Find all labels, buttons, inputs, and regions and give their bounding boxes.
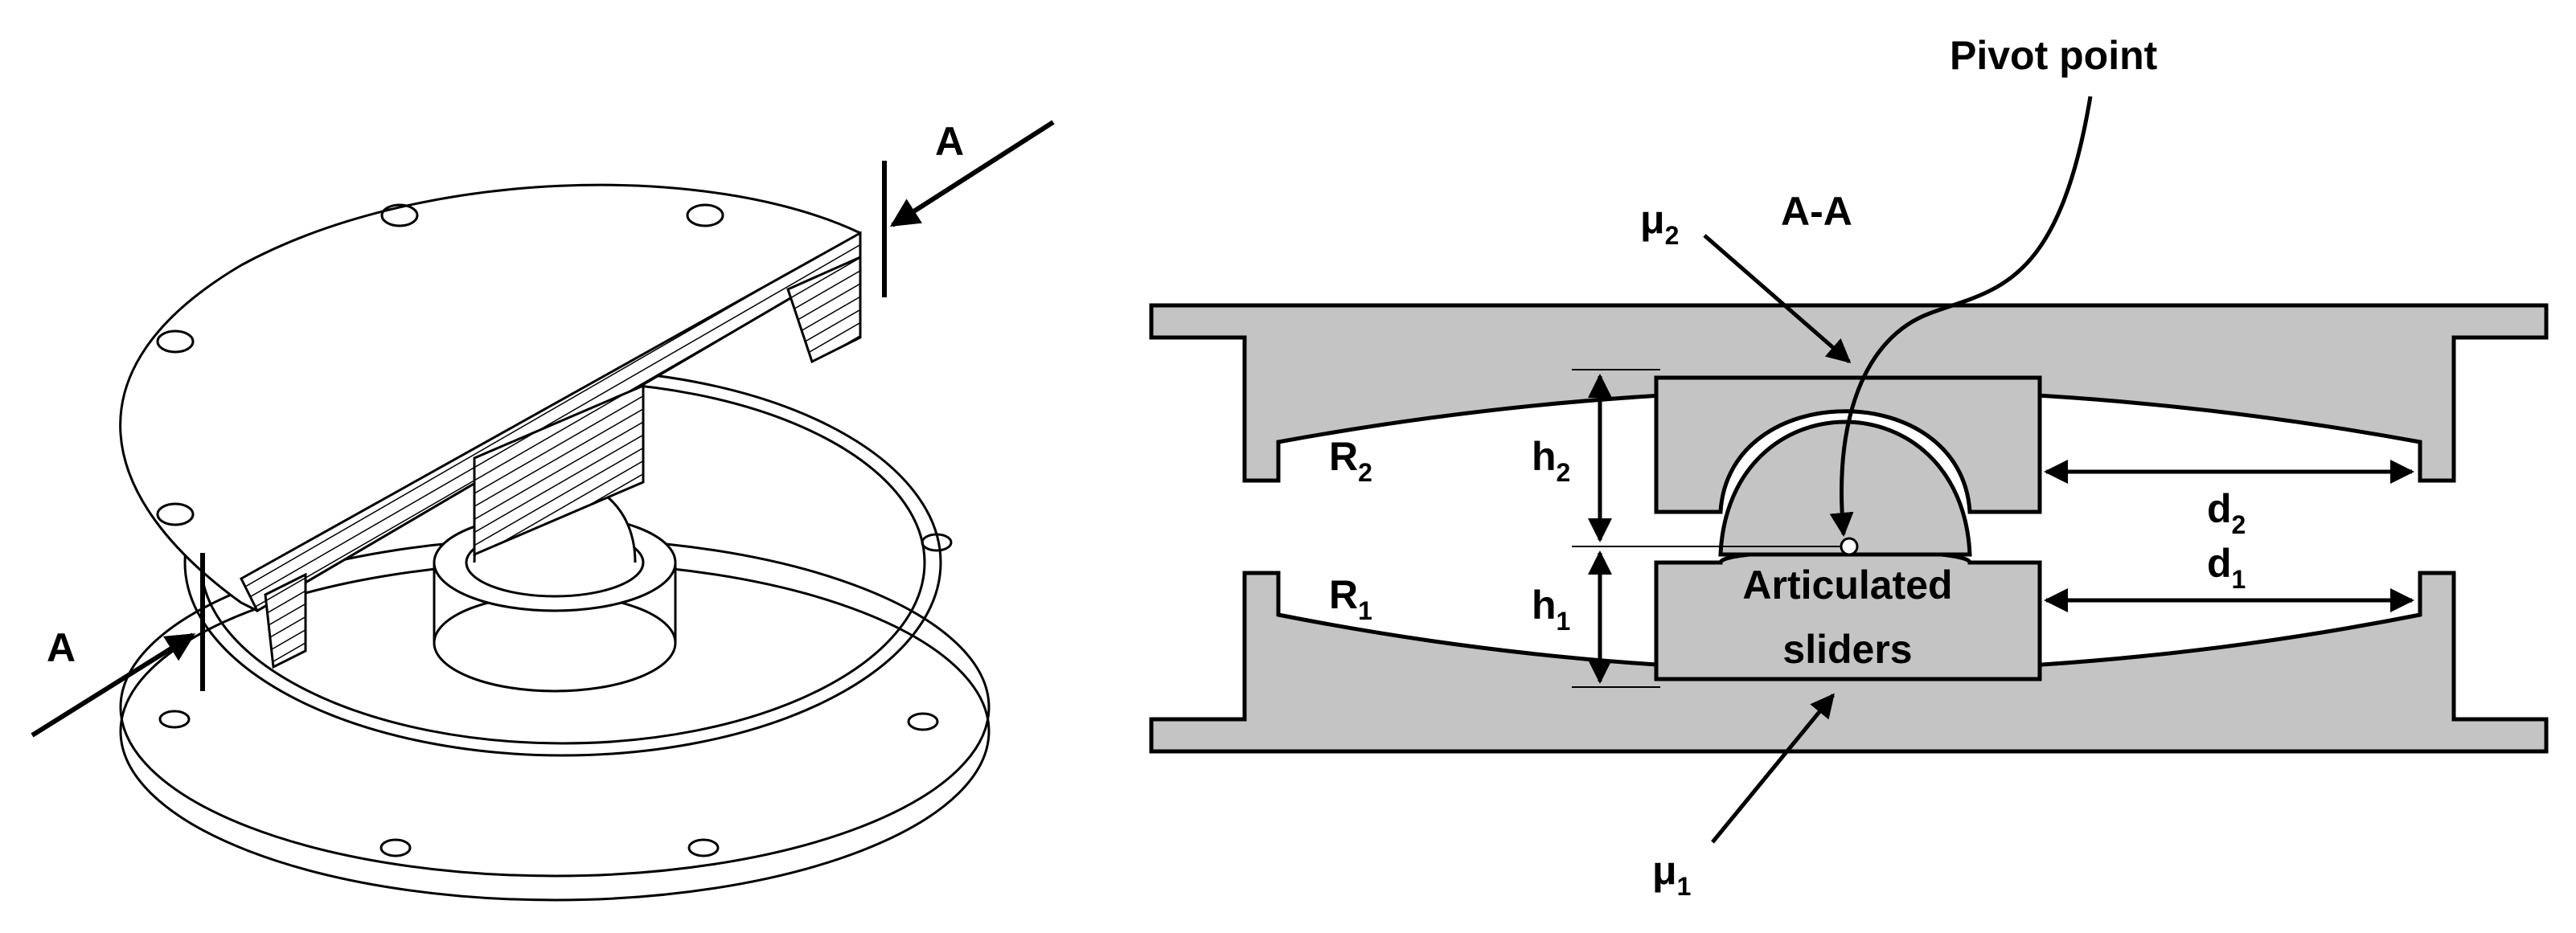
top-plate-housing (473, 383, 645, 557)
top-plate-stub-left (264, 572, 307, 669)
h2-label: h2 (1532, 434, 1570, 487)
sliders-label-line2: sliders (1782, 627, 1912, 672)
mu1-label: μ1 (1652, 848, 1691, 901)
pivot-label: Pivot point (1950, 33, 2158, 78)
mu2-leader (1703, 234, 1852, 363)
sliders-label-line1: Articulated (1742, 563, 1952, 608)
r2-label: R2 (1329, 434, 1372, 487)
pivot-leader (1829, 96, 2093, 537)
section-view (1149, 303, 2549, 754)
top-plate (119, 183, 862, 612)
top-plate-stub-right (786, 255, 862, 364)
dimensions (1572, 96, 2414, 844)
bottom-plate-lower-edge (119, 561, 991, 902)
top-plate-bolt-holes (156, 203, 724, 526)
pivot-point-marker (1840, 537, 1859, 556)
r1-label: R1 (1329, 572, 1372, 625)
mu2-label: μ2 (1640, 197, 1679, 250)
cut-arrow-top (889, 120, 1055, 227)
mu1-leader (1711, 693, 1835, 844)
section-title: A-A (1781, 189, 1852, 234)
bottom-plate-bolt-holes (158, 533, 953, 857)
cut-label-left: A (47, 625, 76, 670)
cut-arrow-left (31, 632, 196, 738)
cut-label-top: A (935, 119, 964, 164)
pivot-hemisphere (1718, 419, 1972, 557)
d1-label: d1 (2207, 541, 2246, 594)
d2-label: d2 (2207, 486, 2246, 539)
h1-label: h1 (1532, 583, 1570, 636)
isometric-view (31, 120, 1055, 902)
